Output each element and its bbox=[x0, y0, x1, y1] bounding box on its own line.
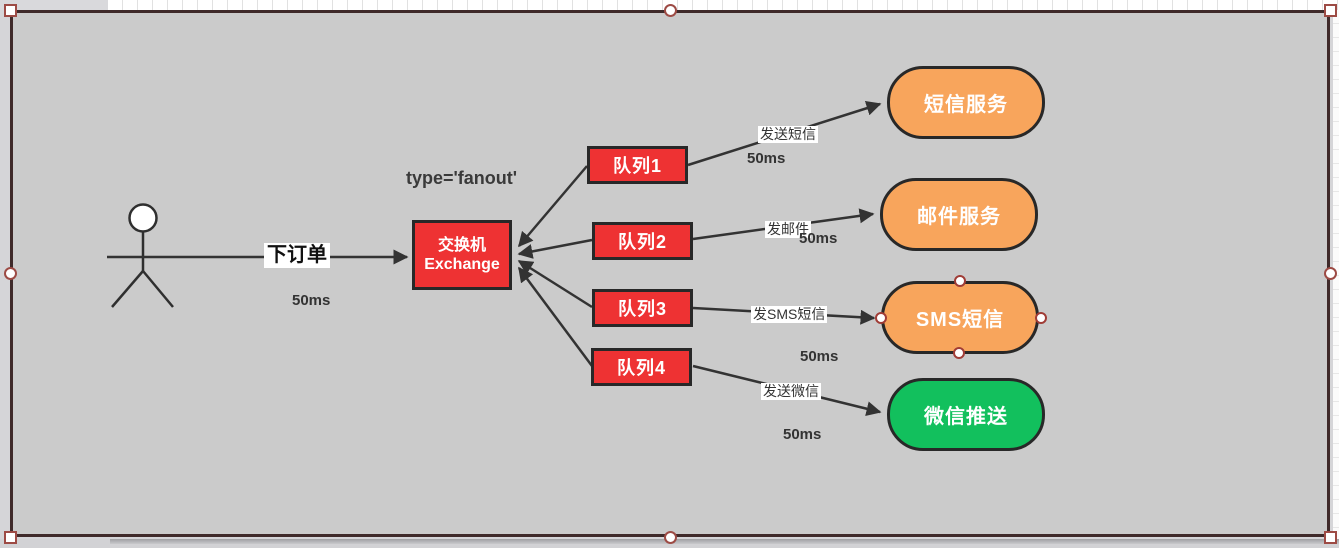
mail-service-node: 邮件服务 bbox=[880, 178, 1038, 251]
route3-action-label: 发SMS短信 bbox=[751, 306, 828, 323]
arrow-queue2-to-exchange bbox=[517, 238, 593, 259]
resize-handle-bottom-right[interactable] bbox=[1324, 531, 1337, 544]
queue3-node: 队列3 bbox=[592, 289, 693, 327]
sms-node-handle-left bbox=[875, 312, 887, 324]
sms-node-handle-top bbox=[954, 275, 966, 287]
route4-latency-label: 50ms bbox=[783, 426, 822, 443]
person-icon bbox=[111, 203, 174, 308]
sms-node-handle-bottom bbox=[953, 347, 965, 359]
route1-latency-label: 50ms bbox=[747, 150, 786, 167]
wechat-push-node: 微信推送 bbox=[887, 378, 1045, 451]
spreadsheet-top-cells bbox=[108, 0, 1339, 10]
queue2-node: 队列2 bbox=[592, 222, 693, 260]
route2-action-label: 发邮件 bbox=[765, 221, 811, 238]
resize-handle-middle-left[interactable] bbox=[4, 267, 17, 280]
order-latency-label: 50ms bbox=[292, 292, 331, 309]
resize-handle-bottom-middle[interactable] bbox=[664, 531, 677, 544]
route3-latency-label: 50ms bbox=[800, 348, 839, 365]
resize-handle-top-middle[interactable] bbox=[664, 4, 677, 17]
spreadsheet-corner-area bbox=[0, 0, 108, 10]
resize-handle-middle-right[interactable] bbox=[1324, 267, 1337, 280]
route2-latency-label: 50ms bbox=[799, 230, 838, 247]
arrow-queue4-to-exchange bbox=[517, 266, 594, 367]
fanout-type-label: type='fanout' bbox=[406, 168, 518, 188]
sms-message-node: SMS短信 bbox=[881, 281, 1039, 354]
order-action-label: 下订单 bbox=[264, 243, 330, 268]
exchange-title-en: Exchange bbox=[424, 256, 500, 273]
queue1-node: 队列1 bbox=[587, 146, 688, 184]
route4-action-label: 发送微信 bbox=[761, 383, 821, 400]
resize-handle-top-right[interactable] bbox=[1324, 4, 1337, 17]
resize-handle-bottom-left[interactable] bbox=[4, 531, 17, 544]
exchange-title-cn: 交换机 bbox=[437, 236, 486, 254]
sms-service-node: 短信服务 bbox=[887, 66, 1045, 139]
queue4-node: 队列4 bbox=[591, 348, 692, 386]
route1-action-label: 发送短信 bbox=[758, 126, 818, 143]
resize-handle-top-left[interactable] bbox=[4, 4, 17, 17]
image-drop-shadow bbox=[110, 539, 1339, 544]
exchange-node: 交换机 Exchange bbox=[412, 220, 512, 290]
arrow-queue1-to-exchange bbox=[518, 165, 588, 248]
sms-node-handle-right bbox=[1035, 312, 1047, 324]
